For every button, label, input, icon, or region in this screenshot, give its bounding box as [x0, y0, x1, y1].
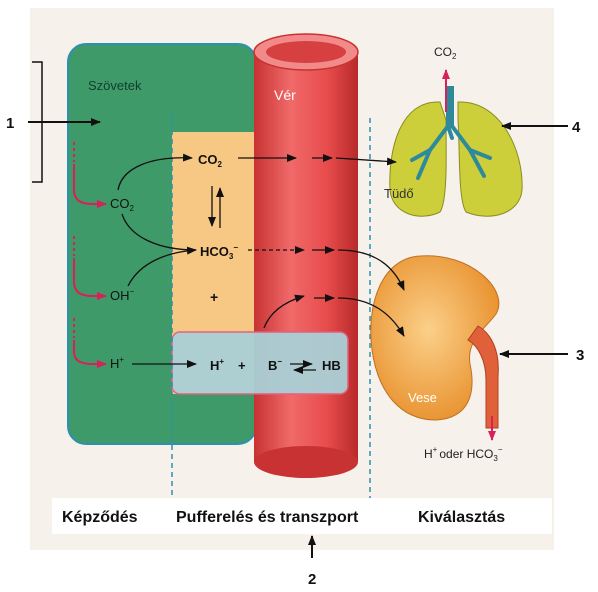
blood-vessel: [253, 33, 359, 478]
oh-label: OH−: [110, 287, 135, 303]
footer-excretion: Kiválasztás: [418, 509, 505, 526]
co2-blood-label: CO2: [198, 152, 223, 169]
h-label: H+: [110, 355, 124, 371]
excretion-label: H+oder HCO3−: [424, 445, 503, 463]
callout-3: 3: [576, 347, 584, 364]
buffer-h-label: H+: [210, 357, 224, 373]
callout-1: 1: [6, 115, 14, 132]
callout-arrows: [28, 118, 568, 558]
hco3-label: HCO3−: [200, 243, 238, 261]
lung-label: Tüdő: [384, 186, 414, 201]
buffer-box: [171, 331, 349, 395]
callout-4: 4: [572, 119, 581, 136]
co2-exhale-label: CO2: [434, 45, 457, 61]
co2-tissue-label: CO2: [110, 196, 135, 213]
footer-formation: Képződés: [62, 509, 138, 526]
blood-label: Vér: [274, 87, 296, 103]
plus-mid: +: [210, 289, 218, 305]
kidney-icon: [370, 255, 500, 429]
buffer-plus: +: [238, 358, 246, 373]
tissue-label: Szövetek: [88, 78, 142, 93]
process-arrows: [117, 153, 405, 374]
lung-icon: [389, 86, 523, 217]
kidney-label: Vese: [408, 390, 437, 405]
callout-2: 2: [308, 571, 316, 588]
red-arrows: [73, 69, 496, 441]
footer-band: [52, 498, 552, 534]
buffer-b-label: B−: [268, 357, 282, 373]
footer-buffering: Pufferelés és transzport: [176, 509, 359, 526]
buffer-hb-label: HB: [322, 358, 341, 373]
